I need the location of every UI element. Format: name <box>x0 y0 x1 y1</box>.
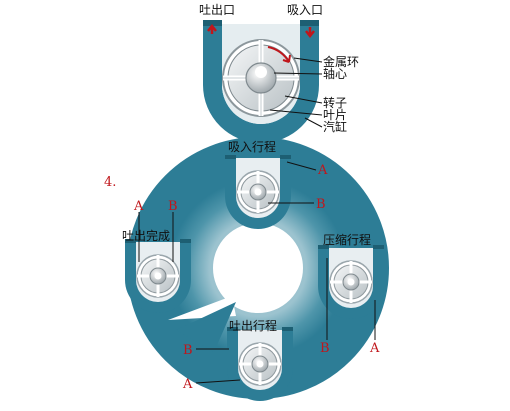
stage-intake: 吸入行程 A B <box>223 139 328 231</box>
stage-discharge: 吐出行程 B A <box>182 318 295 403</box>
stage-label-complete: 吐出完成 <box>122 228 170 243</box>
inlet-flow-arrow <box>305 27 315 39</box>
stage-compression: 压缩行程 B A <box>316 232 386 356</box>
part-label-shaft: 轴心 <box>323 66 347 81</box>
marker-a-complete: A <box>133 199 144 214</box>
part-label-cylinder: 汽缸 <box>323 119 347 134</box>
step-number: 4. <box>104 175 116 190</box>
cycle-direction-arrow <box>176 302 236 352</box>
part-label-metal-ring: 金属环 <box>323 54 359 69</box>
stage-label-compression: 压缩行程 <box>323 232 371 247</box>
outlet-label: 吐出口 <box>199 3 235 17</box>
main-pump-illustration: 吐出口 吸入口 金属环 轴心 转子 叶片 汽缸 <box>199 3 359 143</box>
marker-b-complete: B <box>168 199 178 214</box>
part-label-vane: 叶片 <box>323 108 347 122</box>
marker-b-discharge: B <box>183 343 193 358</box>
stage-label-discharge: 吐出行程 <box>229 318 277 333</box>
stage-label-intake: 吸入行程 <box>228 139 276 154</box>
marker-b-compression: B <box>320 341 330 356</box>
cylinder-housing <box>203 24 319 143</box>
marker-a-intake: A <box>317 163 328 178</box>
outlet-flow-arrow <box>207 23 217 34</box>
inlet-label: 吸入口 <box>287 3 323 17</box>
marker-a-discharge: A <box>182 377 193 392</box>
marker-b-intake: B <box>316 197 326 212</box>
outlet-port <box>203 20 222 26</box>
stage-complete: 吐出完成 A B <box>122 199 193 315</box>
inlet-port <box>300 20 319 26</box>
marker-a-compression: A <box>369 341 380 356</box>
part-label-rotor: 转子 <box>323 95 347 110</box>
